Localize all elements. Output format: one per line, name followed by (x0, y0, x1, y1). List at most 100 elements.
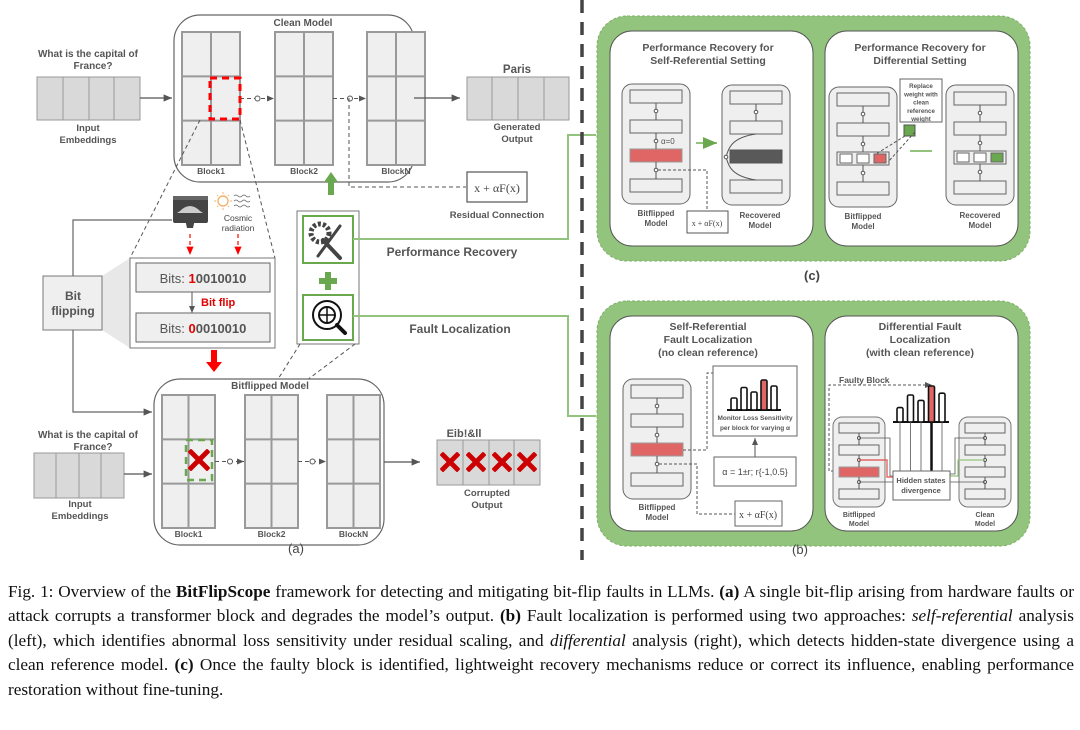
clean-model-section: What is the capital of France? Input Emb… (36, 14, 570, 221)
localization-diff-title-line: Differential Fault (879, 321, 962, 333)
recovery-self-right-line1: Recovered (740, 211, 781, 220)
figure-caption: Fig. 1: Overview of the BitFlipScope fra… (8, 580, 1074, 702)
bits-after-box (135, 312, 271, 343)
layer (629, 89, 683, 104)
faulty-block-bar (760, 379, 768, 411)
corrupt-x-icon (440, 452, 460, 472)
clean-hidden-state-link (949, 459, 985, 477)
block-bar (730, 397, 738, 411)
clean-question-line2: France? (74, 61, 113, 72)
recovery-residual-formula: x + αF(x) (692, 219, 723, 228)
residual-connection-label: Residual Connection (450, 210, 545, 221)
faulty-to-monitor-dash (683, 370, 763, 451)
bit-flip-connector-top (72, 219, 172, 276)
residual-node (227, 458, 233, 465)
bits-after-flipped: 0 (189, 321, 196, 336)
bit-flip-label: Bit flip (201, 297, 235, 309)
caption-part4: analysis (left), which identifies abnorm… (8, 606, 1074, 650)
target-magnifier-icon (312, 300, 347, 335)
replace-note-line: Replace (909, 83, 933, 90)
performance-recovery-label: Performance Recovery (387, 245, 518, 259)
layer (729, 120, 783, 135)
caption-prefix: Fig. 1: Overview of the (8, 582, 176, 601)
bitflipped-input-embeddings (33, 452, 125, 499)
recovery-up-arrow (324, 172, 338, 195)
faulty-weight-highlight (208, 76, 242, 121)
restored-weight (990, 152, 1004, 163)
localization-self-model-line2: Model (645, 513, 668, 522)
bit-flipping-label-line2: flipping (51, 304, 94, 318)
clean-weight (903, 124, 916, 137)
caption-self-referential: self-referential (911, 606, 1013, 626)
bit-flip-connector-bottom (72, 330, 152, 416)
divergence-label-line2: divergence (901, 486, 941, 495)
faulty-block-label: Faulty Block (839, 375, 890, 385)
bits-after-prefix: Bits: (160, 321, 189, 336)
generated-output-label-line1: Generated (494, 122, 541, 133)
recovery-diff-right-line2: Model (968, 221, 991, 230)
cosmic-label-line1: Cosmic (224, 213, 253, 223)
corrupt-x-icon (492, 452, 512, 472)
divergence-chart (893, 385, 949, 471)
error-x-icon (188, 449, 210, 471)
bitflipped-model-section: What is the capital of France? Input Emb… (33, 378, 541, 546)
recovery-self-ref-title-line1: Performance Recovery for (642, 42, 773, 54)
zoom-line-right (239, 119, 276, 259)
faulty-block-bar (927, 385, 936, 423)
clean-input-label-line1: Input (76, 123, 100, 134)
flipped-block-3: BlockN (326, 394, 381, 539)
layer (629, 178, 683, 193)
bitflipped-input-label-line2: Embeddings (51, 511, 108, 522)
flipped-block-1: Block1 (161, 394, 216, 539)
recovery-diff-title-line1: Performance Recovery for (854, 42, 985, 54)
panel-c: Performance Recovery for Self-Referentia… (596, 15, 1031, 283)
caption-part5: analysis (right), which detects hidden-s… (8, 630, 1074, 675)
recovery-diff-right-line1: Recovered (960, 211, 1001, 220)
cosmic-label-line2: radiation (222, 223, 255, 233)
clean-block-label: BlockN (381, 166, 410, 176)
localization-self-title-line: (no clean reference) (658, 347, 758, 359)
recovery-self-left-line2: Model (644, 219, 667, 228)
fault-localization-tool (302, 294, 354, 341)
corrupt-x-icon (517, 452, 537, 472)
corrupted-output-cells (436, 439, 541, 486)
clean-block-3: BlockN (366, 31, 426, 176)
cosmic-radiation-icon (214, 192, 251, 210)
corrupted-output-label-line1: Corrupted (464, 488, 510, 499)
clean-question-line1: What is the capital of (38, 49, 139, 60)
residual-formula: x + αF(x) (474, 181, 520, 195)
block-bar (750, 391, 758, 411)
layer (729, 90, 783, 105)
figure-diagram: What is the capital of France? Input Emb… (33, 0, 1031, 560)
replace-note-line: clean (913, 100, 929, 107)
clean-block-label: Block2 (290, 166, 318, 176)
loss-sensitivity-chart (727, 379, 781, 411)
bits-after-rest: 0010010 (196, 321, 247, 336)
caption-ref-b: (b) (499, 606, 521, 626)
caption-differential: differential (550, 630, 626, 650)
residual-node (254, 95, 261, 102)
diff-left-model-line1: Bitflipped (843, 512, 875, 519)
residual-formula-box (466, 171, 528, 203)
clean-block-1: Block1 (181, 31, 241, 176)
monitor-label-line1: Monitor Loss Sensitivity (717, 415, 793, 422)
clean-block-label: Block1 (197, 166, 225, 176)
caption-part2: A single bit-flip arising from hardware … (8, 582, 1074, 626)
generated-output-cells (466, 76, 570, 121)
bits-before-flipped: 1 (189, 271, 196, 286)
bit-flipping-box (42, 275, 103, 331)
tools-column: Performance Recovery Fault Localization (237, 134, 596, 433)
flipped-block-label: Block2 (258, 529, 286, 539)
replace-note-line: reference (907, 108, 935, 115)
diff-left-model-line2: Model (849, 521, 869, 528)
bitflipped-question-line1: What is the capital of (38, 430, 139, 441)
bitflipped-model-title: Bitflipped Model (231, 381, 309, 392)
diff-right-model-line1: Clean (975, 512, 994, 519)
bit-flipping-label-line1: Bit (65, 289, 81, 303)
flipped-block-2: Block2 (244, 394, 299, 539)
localization-diff-title-line: (with clean reference) (866, 347, 974, 359)
localization-residual-formula: x + αF(x) (739, 510, 777, 521)
recovery-self-ref-title-line2: Self-Referential Setting (650, 55, 766, 67)
zoom-line-left (129, 119, 201, 259)
